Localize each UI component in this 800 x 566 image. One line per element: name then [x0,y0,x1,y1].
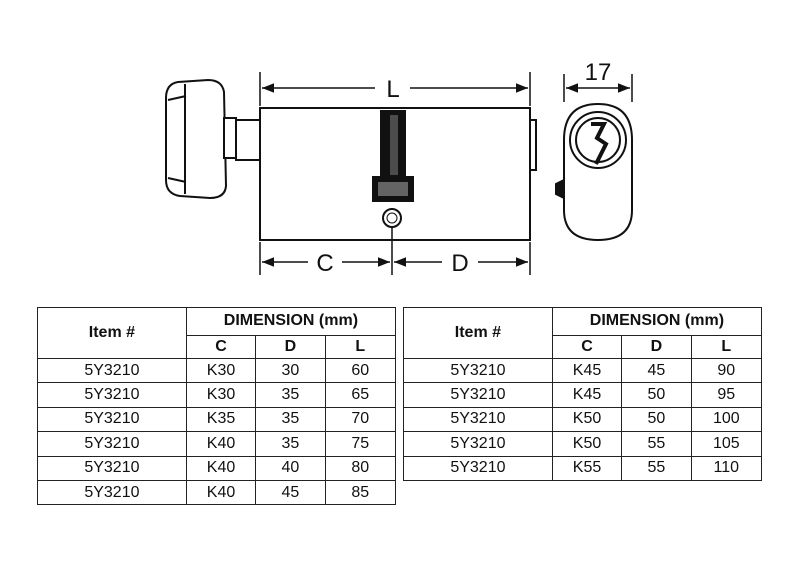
thumb-turn-knob [165,78,261,200]
item-cell: 5Y3210 [37,455,187,481]
d-cell: 35 [255,431,326,457]
dimension-header: DIMENSION (mm) [185,307,397,336]
d-cell: 35 [255,382,326,408]
item-cell: 5Y3210 [37,406,187,433]
c-cell: K40 [185,479,257,506]
item-cell: 5Y3210 [403,431,553,457]
c-label: C [316,250,333,277]
c-cell: K45 [551,357,623,384]
table-row: 5Y3210 K40 45 85 [37,479,397,506]
d-cell: 50 [621,406,692,433]
column-header-l: L [690,334,763,360]
d-cell: 55 [621,431,692,457]
l-cell: 60 [324,357,397,384]
item-cell: 5Y3210 [403,357,553,384]
table-row: 5Y3210 K30 35 65 [37,382,397,408]
l-cell: 85 [324,479,397,506]
c-cell: K30 [185,357,257,384]
table-row: 5Y3210 K50 55 105 [403,431,763,457]
d-cell: 45 [255,479,326,506]
l-cell: 65 [324,382,397,408]
d-cell: 55 [621,455,692,481]
item-header: Item # [37,307,187,359]
column-header-l: L [324,334,397,360]
table-row: 5Y3210 K55 55 110 [403,455,763,481]
c-cell: K50 [551,406,623,433]
table-row: 5Y3210 K45 50 95 [403,382,763,408]
d-cell: 50 [621,382,692,408]
table-row: 5Y3210 K45 45 90 [403,357,763,384]
d-label: D [451,250,468,277]
table-row: 5Y3210 K40 40 80 [37,455,397,481]
c-cell: K35 [185,406,257,433]
dimension-header: DIMENSION (mm) [551,307,763,336]
column-header-d: D [255,334,326,360]
item-cell: 5Y3210 [37,382,187,408]
c-cell: K30 [185,382,257,408]
l-cell: 95 [690,382,763,408]
dimension-table-right: Item # DIMENSION (mm) C D L 5Y3210 K45 4… [403,307,763,481]
cylinder-end-view [555,102,633,242]
d-cell: 40 [255,455,326,481]
column-header-d: D [621,334,692,360]
c-d-dimension [259,228,531,275]
d-cell: 35 [255,406,326,433]
width-dimension [563,74,633,102]
d-cell: 45 [621,357,692,384]
length-label: L [386,76,399,103]
item-cell: 5Y3210 [403,382,553,408]
c-cell: K50 [551,431,623,457]
l-cell: 75 [324,431,397,457]
table-row: 5Y3210 K30 30 60 [37,357,397,384]
l-cell: 105 [690,431,763,457]
column-header-c: C [185,334,257,360]
l-cell: 100 [690,406,763,433]
l-cell: 90 [690,357,763,384]
cylinder-lock-drawing: L C D 17 [165,59,633,277]
cam [372,110,414,228]
length-dimension [259,72,531,106]
item-header: Item # [403,307,553,359]
l-cell: 80 [324,455,397,481]
column-header-c: C [551,334,623,360]
item-cell: 5Y3210 [403,406,553,433]
width-label: 17 [585,59,612,86]
item-cell: 5Y3210 [37,357,187,384]
item-cell: 5Y3210 [37,479,187,506]
c-cell: K55 [551,455,623,481]
c-cell: K40 [185,431,257,457]
d-cell: 30 [255,357,326,384]
c-cell: K45 [551,382,623,408]
dimension-table-left: Item # DIMENSION (mm) C D L 5Y3210 K30 3… [37,307,397,506]
table-row: 5Y3210 K35 35 70 [37,406,397,433]
c-cell: K40 [185,455,257,481]
l-cell: 110 [690,455,763,481]
table-row: 5Y3210 K50 50 100 [403,406,763,433]
item-cell: 5Y3210 [403,455,553,481]
l-cell: 70 [324,406,397,433]
table-row: 5Y3210 K40 35 75 [37,431,397,457]
item-cell: 5Y3210 [37,431,187,457]
